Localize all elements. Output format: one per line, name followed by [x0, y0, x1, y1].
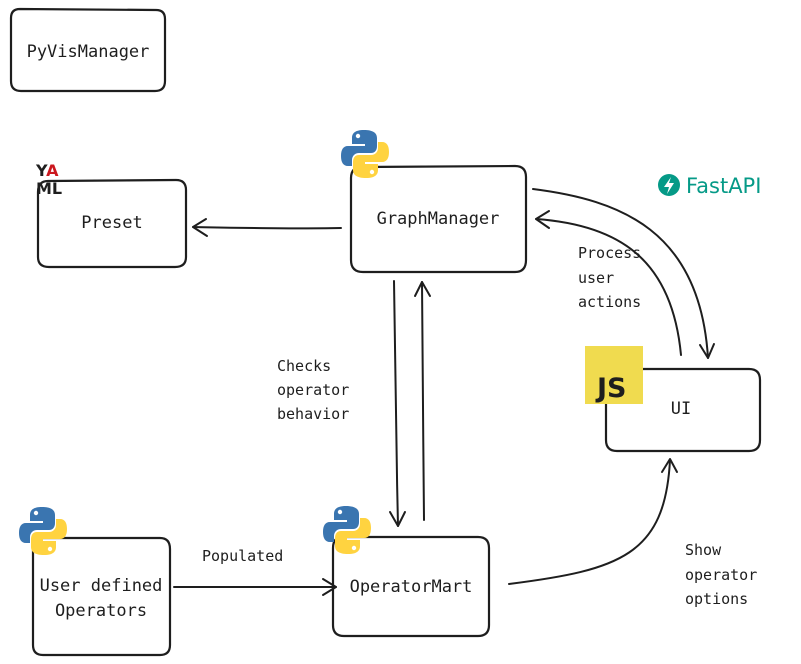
graphmanager-label: GraphManager: [377, 209, 500, 229]
label-show-line2: operator: [685, 566, 757, 584]
edge-graphmanager-to-ui: [532, 188, 715, 359]
yaml-logo-icon: YA ML: [35, 161, 62, 198]
label-process-line1: Process: [578, 244, 641, 262]
edge-operatormart-to-ui: [508, 458, 678, 585]
label-checks-line1: Checks: [277, 357, 331, 375]
node-user-defined-operators: User defined Operators: [31, 536, 172, 657]
preset-label: Preset: [81, 213, 142, 233]
yaml-logo-top: YA: [35, 161, 59, 180]
js-logo-icon: JS: [585, 346, 643, 404]
label-checks-operator-behavior: Checks operator behavior: [277, 357, 349, 423]
label-process-line3: actions: [578, 293, 641, 311]
edge-user-operators-to-operatormart: [173, 578, 337, 596]
user-ops-label-line1: User defined: [40, 576, 163, 596]
label-show-operator-options: Show operator options: [685, 541, 757, 608]
yaml-logo-bottom: ML: [36, 179, 62, 198]
js-label: JS: [595, 373, 627, 404]
user-ops-label-line2: Operators: [55, 601, 147, 621]
edge-operatormart-to-graphmanager: [414, 281, 431, 521]
node-graphmanager: GraphManager: [349, 164, 528, 274]
node-operatormart: OperatorMart: [331, 535, 491, 638]
ui-label: UI: [671, 399, 691, 419]
label-checks-line3: behavior: [277, 405, 349, 423]
operatormart-label: OperatorMart: [350, 577, 473, 597]
label-show-line1: Show: [685, 541, 722, 559]
label-populated: Populated: [202, 547, 283, 565]
node-preset: Preset: [36, 178, 188, 269]
fastapi-label: FastAPI: [686, 174, 761, 198]
label-checks-line2: operator: [277, 381, 349, 399]
edge-graphmanager-to-preset: [192, 218, 342, 237]
label-process-line2: user: [578, 269, 614, 287]
edge-graphmanager-to-operatormart: [389, 280, 406, 527]
node-pyvismanager: PyVisManager: [9, 7, 167, 93]
fastapi-logo-icon: FastAPI: [658, 174, 761, 198]
edge-ui-to-graphmanager: [535, 210, 682, 356]
label-process-user-actions: Process user actions: [578, 244, 641, 311]
pyvismanager-label: PyVisManager: [27, 42, 150, 62]
label-show-line3: options: [685, 590, 748, 608]
